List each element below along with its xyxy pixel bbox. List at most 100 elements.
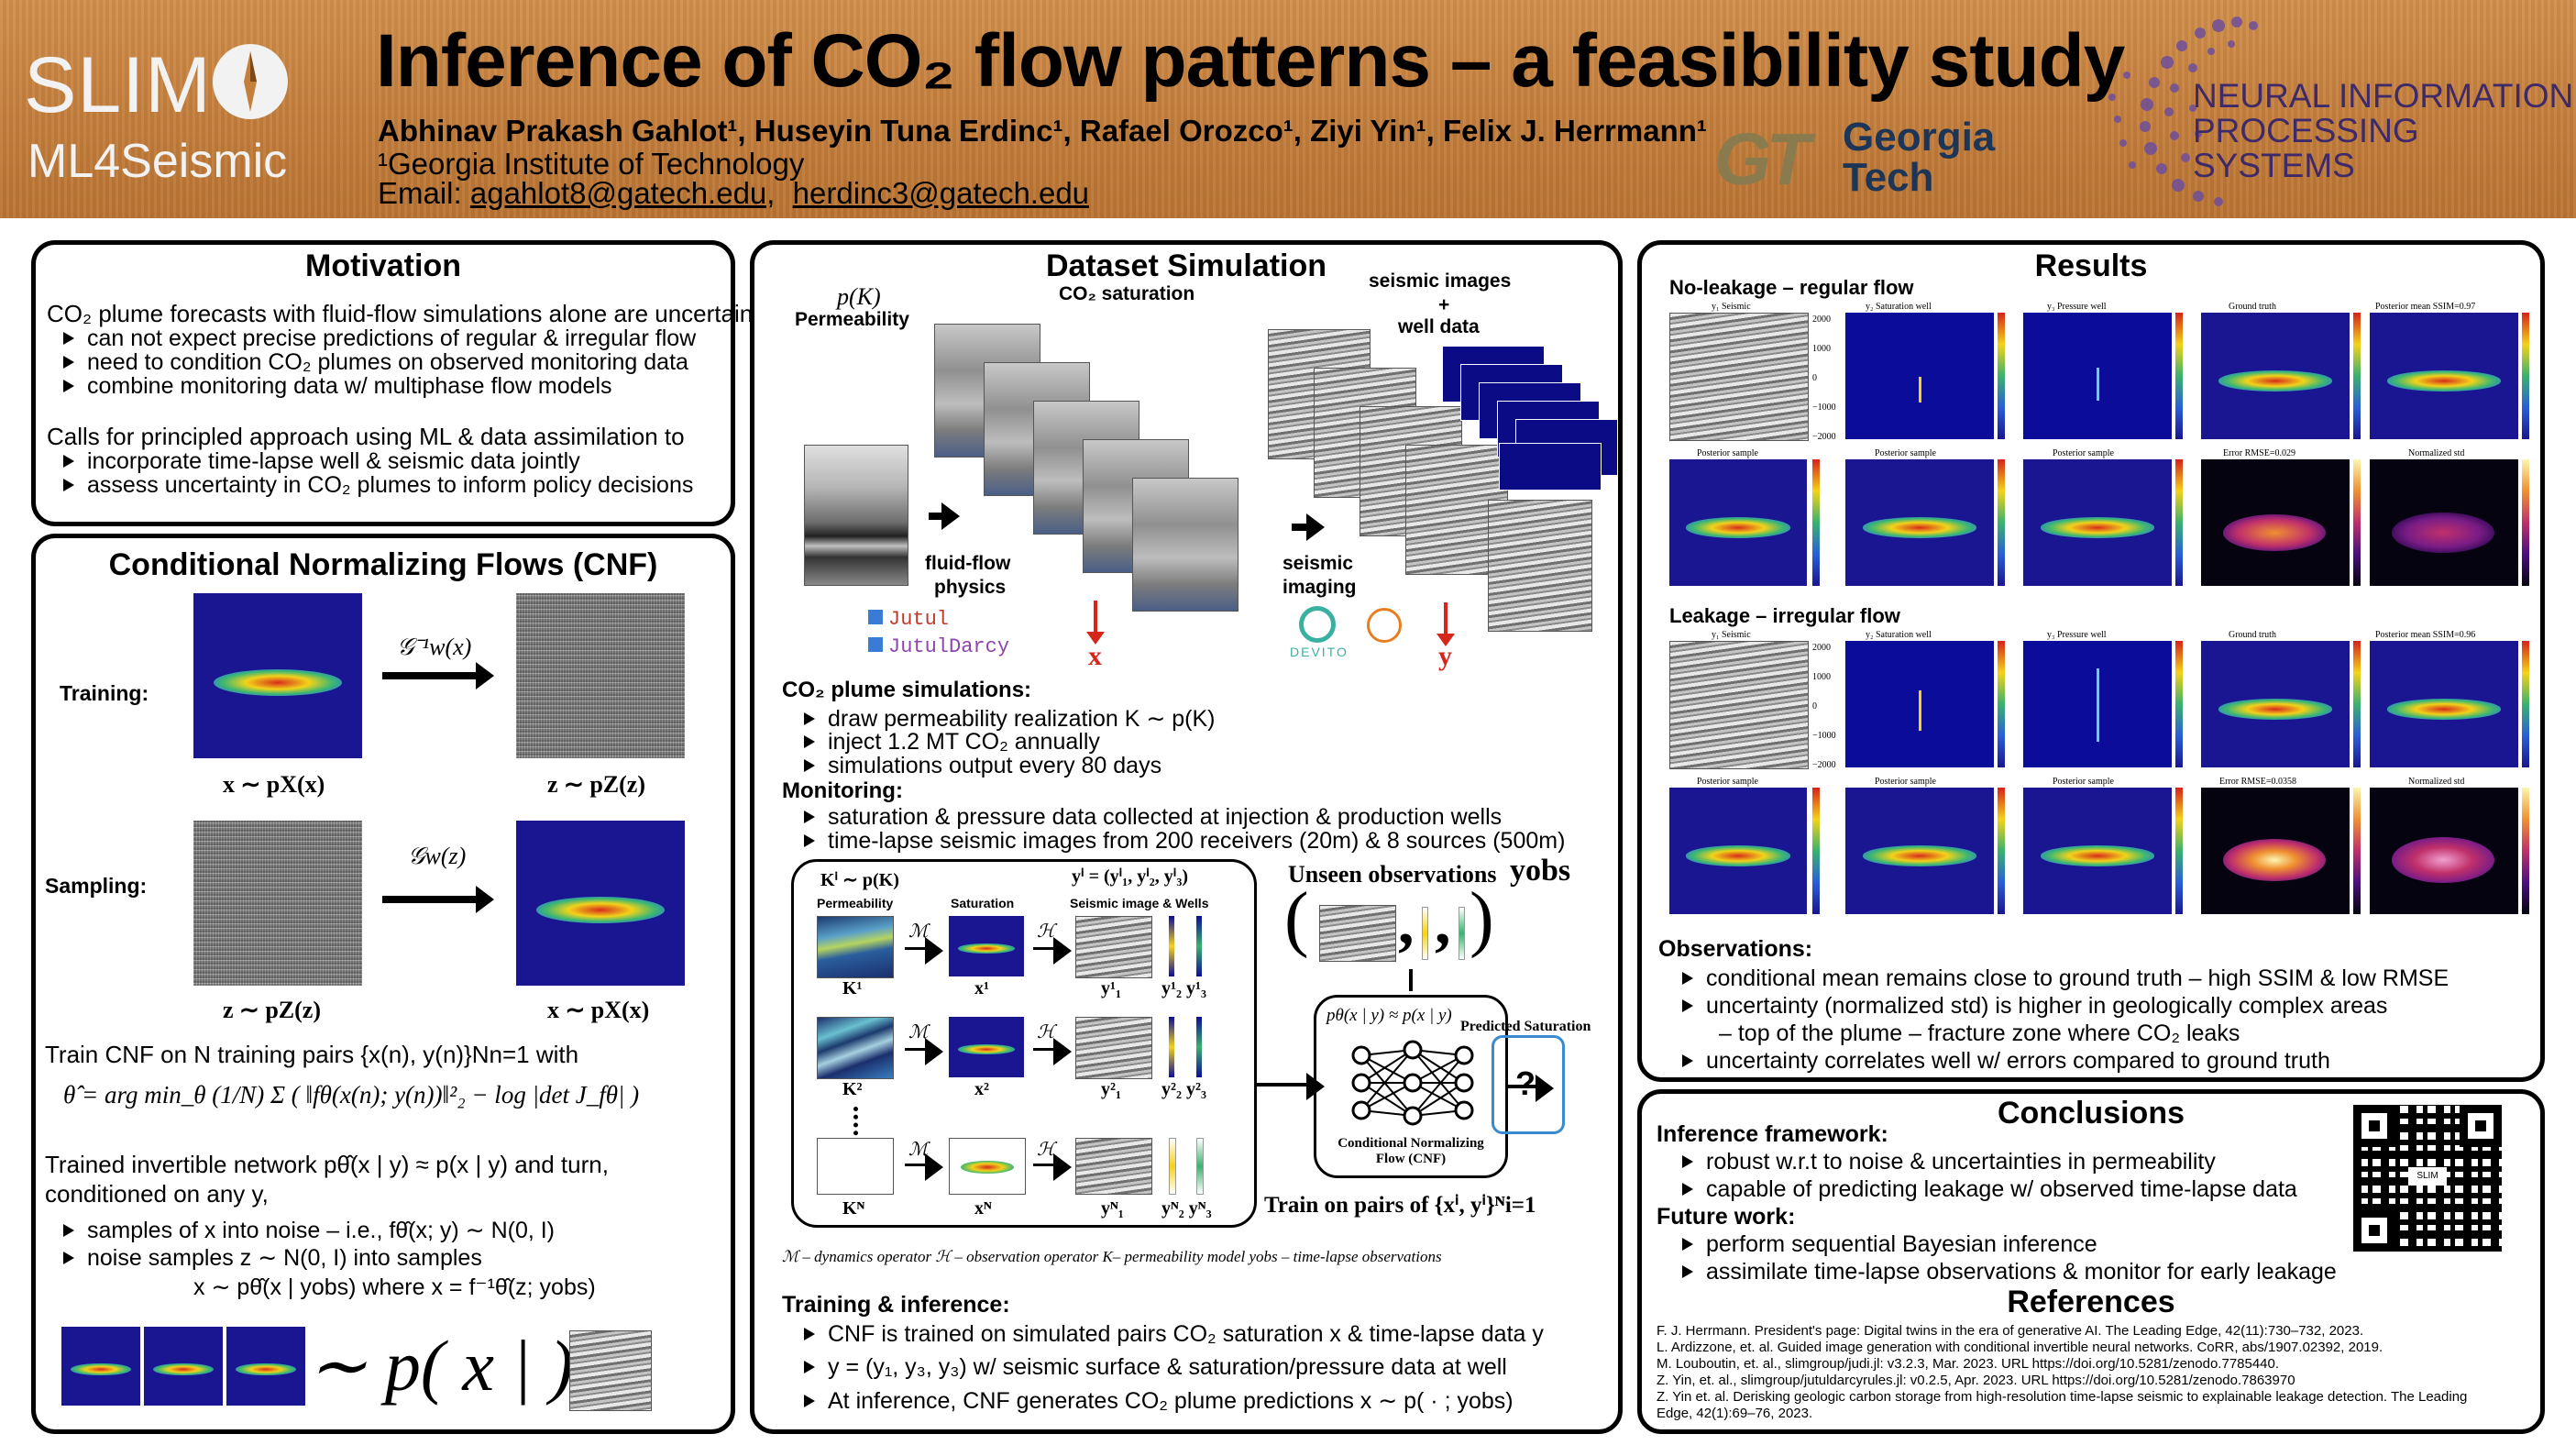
unseen-well: [1422, 907, 1428, 960]
plus-label: +: [1438, 294, 1450, 315]
error-shape: [2223, 839, 2326, 881]
tick-label: 1000: [1812, 672, 1831, 682]
bullet-icon: [63, 479, 74, 491]
error-shape: [2223, 514, 2326, 551]
references-title: References: [2007, 1285, 2175, 1319]
posterior-sample-image: [226, 1327, 305, 1406]
conditioned-line: conditioned on any y,: [45, 1180, 269, 1208]
poster-header: SLIM ML4Seismic Inference of CO₂ flow pa…: [0, 0, 2576, 218]
bullet-text: inject 1.2 MT CO₂ annually: [828, 729, 1100, 755]
sampling-plume-image: [516, 821, 685, 986]
bullet-icon: [1682, 972, 1693, 985]
dataset-title: Dataset Simulation: [1045, 248, 1327, 283]
train-pairs-label: Train on pairs of {xⁱ, yⁱ}ᴺi=1: [1264, 1193, 1536, 1218]
colorbar: [1812, 459, 1820, 586]
training-plume-image: [193, 593, 362, 758]
slim-logo: SLIM: [24, 41, 212, 129]
diagram-well-saturation: [1169, 916, 1174, 976]
jutul-icon: [868, 610, 883, 624]
pressure-well-image: [2023, 313, 2172, 439]
posterior-sample-image: [1845, 459, 1994, 586]
ground-truth-label: Ground truth: [2229, 630, 2276, 640]
bullet-text: time-lapse seismic images from 200 recei…: [828, 828, 1566, 854]
error-image: [2201, 788, 2350, 914]
bullet-icon: [1682, 1054, 1693, 1067]
physics-label: physics: [934, 577, 1007, 598]
right-arrow-icon: [1033, 937, 1072, 965]
reference-item: Z. Yin, et. al., slimgroup/jutuldarcyrul…: [1657, 1373, 2295, 1388]
colorbar: [2353, 788, 2361, 914]
y-output-label: y: [1438, 641, 1452, 671]
qr-finder: [2460, 1105, 2502, 1147]
gt-line1: Georgia: [1843, 115, 1996, 160]
inverse-map-label: 𝒢⁻¹w(x): [397, 634, 472, 660]
posterior-sample-image: [2023, 788, 2172, 914]
reference-item: Edge, 42(1):69–76, 2023.: [1657, 1406, 1813, 1421]
bullet-text: At inference, CNF generates CO₂ plume pr…: [828, 1388, 1514, 1414]
seismic-images-label: seismic images: [1369, 270, 1512, 292]
bullet-icon: [804, 1328, 815, 1340]
right-arrow-icon: [382, 662, 494, 689]
bullet-text: uncertainty correlates well w/ errors co…: [1706, 1048, 2330, 1074]
posterior-mean-image: [2370, 313, 2518, 439]
tick-label: −1000: [1812, 731, 1836, 741]
diagram-well-pressure: [1196, 1017, 1202, 1077]
qr-code-icon[interactable]: SLIM: [2353, 1105, 2502, 1252]
rmse-label: Error RMSE=0.0358: [2219, 777, 2296, 787]
panel-label: y₂ Saturation well: [1866, 630, 1932, 640]
colorbar: [2522, 788, 2529, 914]
colorbar: [2353, 313, 2361, 439]
yobs-label: yobs: [1510, 854, 1571, 888]
bullet-text: saturation & pressure data collected at …: [828, 804, 1503, 830]
sampling-label: Sampling:: [45, 874, 148, 898]
affiliation: ¹Georgia Institute of Technology: [378, 147, 805, 181]
down-arrow-icon: [1086, 601, 1105, 645]
bullet-icon: [1682, 1183, 1693, 1196]
obs-comma: ,: [1435, 888, 1451, 958]
motivation-title: Motivation: [305, 248, 461, 283]
down-arrow-icon: [1437, 602, 1455, 646]
col-seismic: Seismic image & Wells: [1070, 896, 1209, 910]
colorbar: [2353, 641, 2361, 767]
op-h: ℋ: [1037, 1140, 1055, 1160]
posterior-sample-label: Posterior sample: [1875, 777, 1936, 787]
down-arrow-icon: [1409, 969, 1413, 991]
diagram-well-saturation: [1169, 1017, 1174, 1077]
tick-label: 1000: [1812, 344, 1831, 354]
cnf-network-box: [1314, 995, 1508, 1178]
cnf-bullet-cont: x ∼ pθ̂(x | yobs) where x = f⁻¹θ̂(z; yob…: [193, 1274, 596, 1300]
plume-heading: CO₂ plume simulations:: [782, 678, 1032, 702]
ml4seismic-logo: ML4Seismic: [28, 135, 288, 188]
posterior-sample-label: Posterior sample: [1697, 777, 1758, 787]
std-image: [2370, 788, 2518, 914]
noleak-title: No-leakage – regular flow: [1669, 276, 1914, 299]
ynb-label: yᴺ₂ yᴺ₃: [1161, 1198, 1212, 1219]
bullet-icon: [804, 834, 815, 847]
motivation-bullet: combine monitoring data w/ multiphase fl…: [63, 373, 612, 400]
right-arrow-icon: [1508, 1075, 1554, 1102]
bullet-text: simulations output every 80 days: [828, 753, 1162, 778]
predicted-label: Predicted Saturation: [1460, 1019, 1591, 1034]
cnf-title: Conditional Normalizing Flows (CNF): [108, 547, 658, 582]
k2-label: K²: [842, 1079, 863, 1099]
y1b-label: y¹₂ y¹₃: [1161, 978, 1206, 998]
colorbar: [2522, 641, 2529, 767]
train-line: Train CNF on N training pairs {x(n), y(n…: [45, 1041, 579, 1068]
cnf-bullet: noise samples z ∼ N(0, I) into samples: [63, 1244, 482, 1272]
training-bullet: CNF is trained on simulated pairs CO₂ sa…: [804, 1321, 1544, 1348]
bullet-icon: [1682, 1155, 1693, 1168]
email-link-1[interactable]: agahlot8@gatech.edu,: [469, 176, 776, 210]
motivation-bullet: can not expect precise predictions of re…: [63, 325, 696, 352]
bullet-text: robust w.r.t to noise & uncertainties in…: [1706, 1149, 2216, 1175]
bullet-icon: [804, 1395, 815, 1407]
bullet-text: incorporate time-lapse well & seismic da…: [87, 448, 580, 474]
unseen-well: [1459, 907, 1465, 960]
email-link-2[interactable]: herdinc3@gatech.edu: [792, 176, 1090, 210]
dataset-panel: Dataset Simulation p(K) Permeability CO₂…: [750, 240, 1623, 1434]
bullet-icon: [804, 712, 815, 725]
bullet-text: assimilate time-lapse observations & mon…: [1706, 1259, 2337, 1285]
std-image: [2370, 459, 2518, 586]
plume-bullet: simulations output every 80 days: [804, 753, 1161, 779]
bullet-icon: [1682, 1238, 1693, 1251]
bullet-icon: [63, 332, 74, 345]
